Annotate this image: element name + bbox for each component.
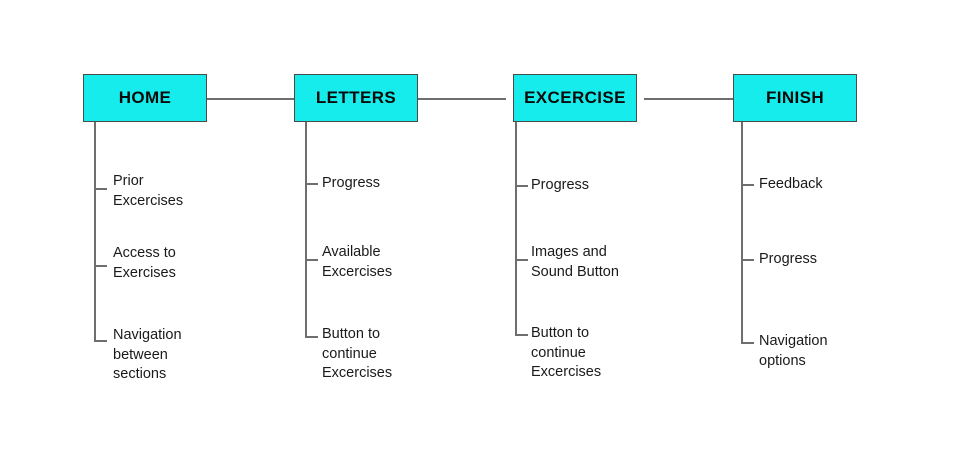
tick-letters-2 bbox=[305, 259, 318, 261]
spine-home bbox=[94, 122, 96, 342]
tick-letters-1 bbox=[305, 183, 318, 185]
letters-item-1: Progress bbox=[322, 175, 381, 191]
excercise-item-3: Button to continue Excercises bbox=[531, 325, 602, 380]
node-letters-label: LETTERS bbox=[315, 88, 397, 107]
connector-excercise-to-finish bbox=[644, 98, 733, 100]
tick-letters-3 bbox=[305, 336, 318, 338]
connector-letters-to-excercise bbox=[416, 98, 506, 100]
spine-excercise bbox=[515, 122, 517, 336]
finish-item-3: Navigation options bbox=[759, 333, 828, 369]
connector-home-to-letters bbox=[207, 98, 298, 100]
spine-finish bbox=[741, 122, 743, 344]
node-excercise[interactable]: EXCERCISE bbox=[513, 74, 637, 122]
finish-item-2: Progress bbox=[759, 251, 818, 267]
home-item-2: Access to Exercises bbox=[113, 245, 176, 281]
tick-finish-1 bbox=[741, 184, 754, 186]
node-finish[interactable]: FINISH bbox=[733, 74, 857, 122]
spine-letters bbox=[305, 122, 307, 338]
node-excercise-label: EXCERCISE bbox=[524, 88, 626, 107]
excercise-item-2: Images and Sound Button bbox=[531, 244, 619, 280]
node-home[interactable]: HOME bbox=[83, 74, 207, 122]
letters-item-2: Available Excercises bbox=[322, 244, 393, 280]
node-home-label: HOME bbox=[118, 88, 172, 107]
home-item-1: Prior Excercises bbox=[113, 173, 184, 209]
tick-home-1 bbox=[94, 188, 107, 190]
tick-finish-2 bbox=[741, 259, 754, 261]
tick-finish-3 bbox=[741, 342, 754, 344]
excercise-item-1: Progress bbox=[531, 177, 590, 193]
tick-home-3 bbox=[94, 340, 107, 342]
node-letters[interactable]: LETTERS bbox=[294, 74, 418, 122]
tick-excercise-2 bbox=[515, 259, 528, 261]
home-item-3: Navigation between sections bbox=[113, 327, 182, 382]
tick-excercise-3 bbox=[515, 334, 528, 336]
tick-home-2 bbox=[94, 265, 107, 267]
finish-item-1: Feedback bbox=[759, 176, 823, 192]
tick-excercise-1 bbox=[515, 185, 528, 187]
letters-item-3: Button to continue Excercises bbox=[322, 326, 393, 381]
node-finish-label: FINISH bbox=[765, 88, 825, 107]
